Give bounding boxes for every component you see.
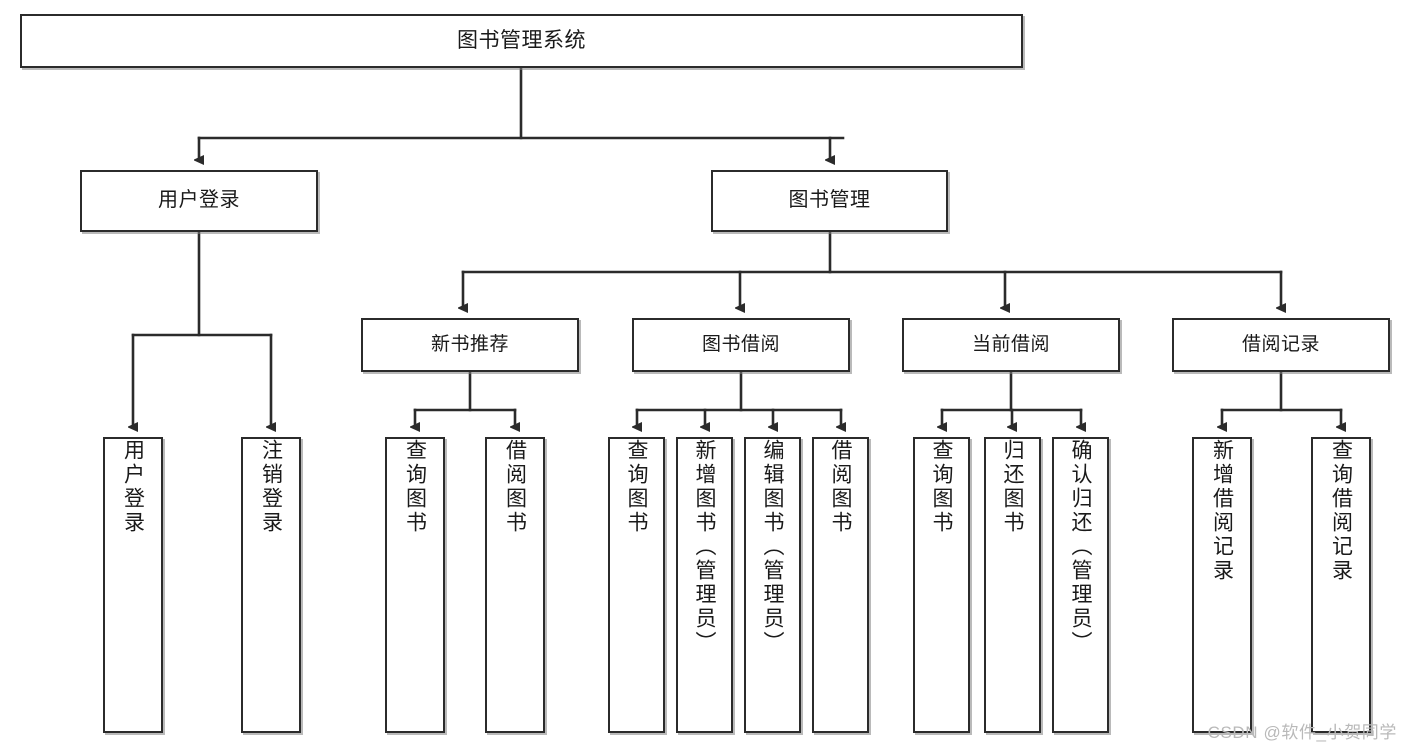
node-leaf-confirm-return-label: 确认归还（管理员） <box>1069 439 1092 655</box>
node-leaf-borrow-book-2-label: 借阅图书 <box>829 439 852 535</box>
node-leaf-add-borrow-record[interactable]: 新增借阅记录 <box>1192 437 1252 733</box>
node-leaf-query-borrow-record[interactable]: 查询借阅记录 <box>1311 437 1371 733</box>
node-leaf-borrow-book-1[interactable]: 借阅图书 <box>485 437 545 733</box>
node-leaf-borrow-book-1-label: 借阅图书 <box>503 439 527 535</box>
node-leaf-logout-login-label: 注销登录 <box>259 439 283 535</box>
node-leaf-user-login[interactable]: 用户登录 <box>103 437 163 733</box>
node-root-system-label: 图书管理系统 <box>457 28 586 52</box>
node-user-login[interactable]: 用户登录 <box>80 170 318 232</box>
node-leaf-query-book-2[interactable]: 查询图书 <box>608 437 665 733</box>
node-book-management[interactable]: 图书管理 <box>711 170 948 232</box>
node-book-management-label: 图书管理 <box>788 189 871 212</box>
node-leaf-query-book-2-label: 查询图书 <box>625 439 648 535</box>
node-leaf-logout-login[interactable]: 注销登录 <box>241 437 301 733</box>
node-root-system[interactable]: 图书管理系统 <box>20 14 1023 68</box>
node-leaf-edit-book-admin[interactable]: 编辑图书（管理员） <box>744 437 801 733</box>
node-leaf-add-book-admin-label: 新增图书（管理员） <box>693 439 716 655</box>
node-borrow-record-label: 借阅记录 <box>1241 333 1320 355</box>
node-leaf-user-login-label: 用户登录 <box>121 439 145 535</box>
node-book-borrow-label: 图书借阅 <box>701 333 780 355</box>
node-leaf-query-book-1[interactable]: 查询图书 <box>385 437 445 733</box>
node-leaf-add-book-admin[interactable]: 新增图书（管理员） <box>676 437 733 733</box>
node-current-borrow[interactable]: 当前借阅 <box>902 318 1120 372</box>
node-leaf-borrow-book-2[interactable]: 借阅图书 <box>812 437 869 733</box>
node-leaf-query-borrow-record-label: 查询借阅记录 <box>1329 439 1353 583</box>
node-user-login-label: 用户登录 <box>158 189 240 212</box>
node-leaf-query-book-3[interactable]: 查询图书 <box>913 437 970 733</box>
node-leaf-return-book-label: 归还图书 <box>1001 439 1024 535</box>
node-leaf-add-borrow-record-label: 新增借阅记录 <box>1210 439 1234 583</box>
node-book-borrow[interactable]: 图书借阅 <box>632 318 850 372</box>
node-leaf-query-book-3-label: 查询图书 <box>930 439 953 535</box>
node-current-borrow-label: 当前借阅 <box>971 333 1050 355</box>
node-leaf-edit-book-admin-label: 编辑图书（管理员） <box>761 439 784 655</box>
node-new-book-recommend[interactable]: 新书推荐 <box>361 318 579 372</box>
node-leaf-confirm-return[interactable]: 确认归还（管理员） <box>1052 437 1109 733</box>
node-leaf-query-book-1-label: 查询图书 <box>403 439 427 535</box>
node-new-book-recommend-label: 新书推荐 <box>430 333 509 355</box>
node-borrow-record[interactable]: 借阅记录 <box>1172 318 1390 372</box>
node-leaf-return-book[interactable]: 归还图书 <box>984 437 1041 733</box>
